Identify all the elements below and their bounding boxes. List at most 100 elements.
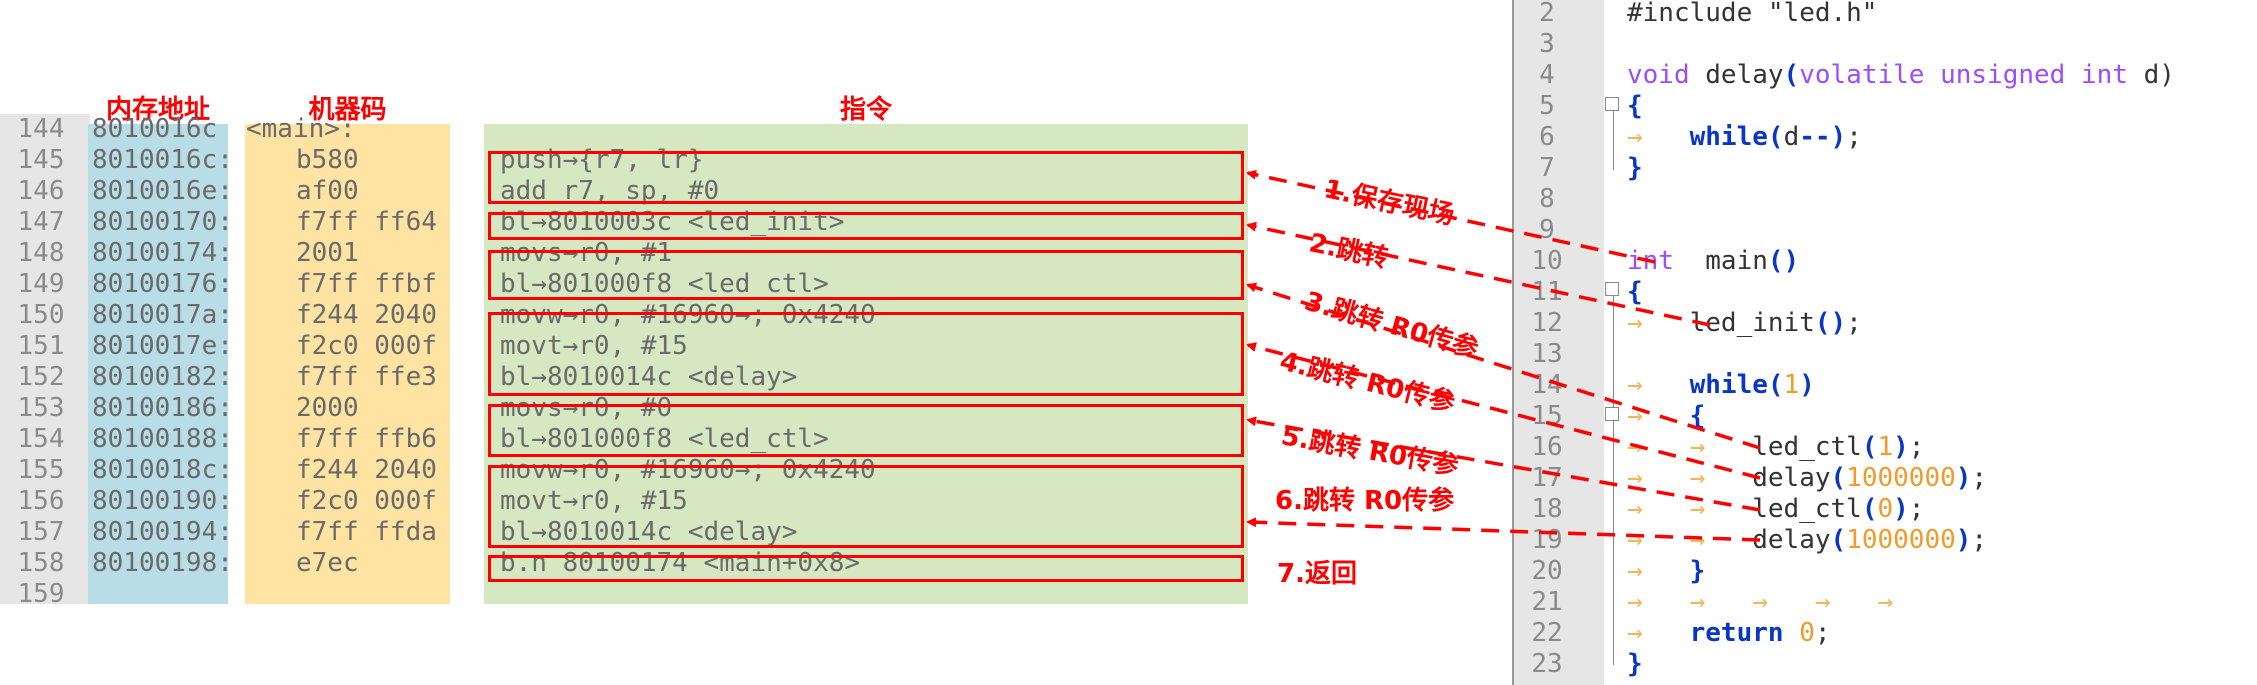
instruction-text: bl→801000f8 <led_ctl> (500, 269, 829, 299)
machine-code: 2000 (296, 393, 359, 423)
code-token: ; (1908, 432, 1925, 462)
memory-address: 80100190: (92, 486, 233, 516)
source-code-text: → led_init(); (1627, 308, 1862, 339)
machine-code-column-header: 机器码 (308, 95, 387, 125)
code-token: while (1689, 122, 1768, 152)
fold-marker-icon[interactable] (1605, 282, 1619, 296)
code-token: () (1767, 246, 1800, 276)
code-token: delay (1752, 463, 1831, 493)
source-code-text: → → delay(1000000); (1627, 463, 1987, 494)
code-token: 0 (1877, 494, 1894, 524)
code-token: led_ctl (1752, 494, 1862, 524)
code-token: ; (1846, 122, 1862, 152)
instruction-column-band (484, 124, 1248, 604)
instruction-text: push→{r7, lr} (500, 145, 704, 175)
source-line-number: 2 (1539, 0, 1555, 28)
memory-address: 80100176: (92, 269, 233, 299)
machine-code: f7ff ffe3 (296, 362, 437, 392)
machine-code: b580 (296, 145, 359, 175)
source-line: 22→ return 0; (1512, 618, 2257, 649)
code-token: led_ctl (1752, 432, 1862, 462)
source-code-text: { (1627, 91, 1643, 122)
source-code-text: → → delay(1000000); (1627, 525, 1987, 556)
source-line-number: 21 (1531, 587, 1563, 617)
source-code-text: → while(d--); (1627, 122, 1862, 153)
memory-address: 80100170: (92, 207, 233, 237)
code-token: void (1627, 60, 1690, 90)
memory-address: 80100188: (92, 424, 233, 454)
machine-code: 2001 (296, 238, 359, 268)
code-token: while (1689, 370, 1768, 400)
source-line: 13 (1512, 339, 2257, 370)
source-line-number: 8 (1539, 184, 1555, 214)
memory-address: 8010017e: (92, 331, 233, 361)
code-token: 1 (1877, 432, 1894, 462)
code-token: ( (1861, 494, 1878, 524)
line-number: 159 (17, 579, 65, 609)
arrow-1 (1246, 169, 1656, 264)
code-token: ) (1893, 494, 1909, 524)
source-line: 20→ } (1512, 556, 2257, 587)
source-line-number: 9 (1539, 215, 1555, 245)
source-line-number: 16 (1531, 432, 1563, 462)
source-line-number: 3 (1539, 29, 1555, 59)
code-token: ; (1846, 308, 1862, 338)
source-line: 15→ { (1512, 401, 2257, 432)
address-column-header: 内存地址 (105, 95, 210, 125)
machine-code: f244 2040 (296, 455, 437, 485)
memory-address: 8010017a: (92, 300, 233, 330)
source-line: 9 (1512, 215, 2257, 246)
instruction-text: bl→8010014c <delay> (500, 517, 798, 547)
code-token: -- (1799, 122, 1831, 152)
source-code-text: → → → → → (1627, 587, 1893, 618)
source-code-text: void delay(volatile unsigned int d) (1627, 60, 2175, 91)
source-code-text: → → led_ctl(0); (1627, 494, 1924, 525)
source-line: 6 → while(d--); (1512, 122, 2257, 153)
source-code-text: { (1627, 277, 1643, 308)
fold-line (1613, 100, 1614, 170)
code-token: → → (1627, 432, 1753, 462)
code-token: → → (1627, 525, 1753, 555)
annotation-6-label: 6.跳转 R0传参 (1275, 486, 1455, 516)
instruction-text: movw→r0, #16960→; 0x4240 (500, 300, 876, 330)
line-number: 152 (17, 362, 65, 392)
source-line-number: 19 (1531, 525, 1563, 555)
source-line-number: 17 (1531, 463, 1563, 493)
highlight-box-delay-1 (488, 312, 1244, 396)
machine-code: f2c0 000f (296, 331, 437, 361)
instruction-text: movs→r0, #0 (500, 393, 673, 423)
highlight-box-return (488, 555, 1244, 582)
code-token: → → → → → (1627, 587, 1894, 617)
source-line-number: 4 (1539, 60, 1555, 90)
code-token: d) (2127, 60, 2175, 90)
fold-marker-icon[interactable] (1605, 97, 1619, 111)
fold-marker-icon[interactable] (1605, 407, 1619, 421)
code-token: ) (1955, 525, 1972, 555)
memory-address: 80100194: (92, 517, 233, 547)
highlight-box-led-ctl-0 (488, 404, 1244, 457)
code-token: delay (1752, 525, 1831, 555)
code-token: ; (1908, 494, 1925, 524)
line-number: 150 (17, 300, 65, 330)
source-line-number: 18 (1531, 494, 1563, 524)
instruction-text: movw→r0, #16960→; 0x4240 (500, 455, 876, 485)
arrow-4 (1246, 342, 1761, 480)
code-token: ) (1955, 463, 1972, 493)
memory-address: 80100198: (92, 548, 233, 578)
machine-code: f2c0 000f (296, 486, 437, 516)
code-token: → → (1627, 463, 1753, 493)
machine-code: f7ff ffb6 (296, 424, 437, 454)
code-token: d (1783, 122, 1800, 152)
source-line-number: 6 (1539, 122, 1555, 152)
memory-address: 8010016c: (92, 145, 233, 175)
instruction-text: bl→8010014c <delay> (500, 362, 798, 392)
code-token: () (1814, 308, 1847, 338)
line-number: 147 (17, 207, 65, 237)
code-token: main (1673, 246, 1768, 276)
